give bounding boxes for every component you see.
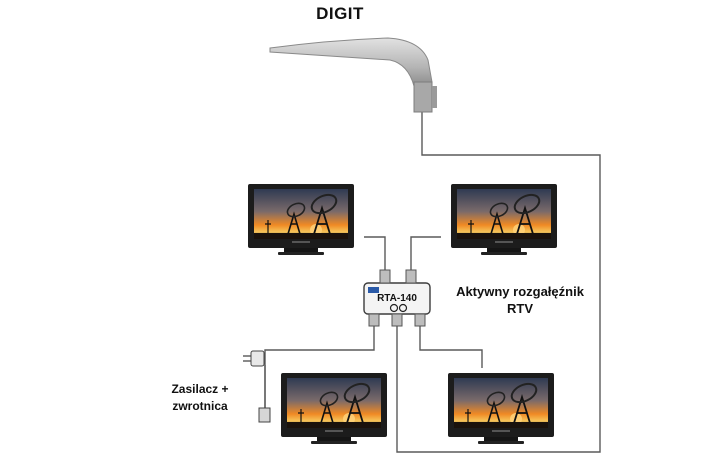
power-supply-label-line1: Zasilacz +: [171, 382, 229, 396]
power-supply-label-line2: zwrotnica: [172, 399, 228, 413]
cable-tv1: [364, 236, 386, 270]
splitter-label-line1: Aktywny rozgałęźnik: [456, 284, 584, 299]
tv-icon: [447, 372, 555, 445]
power-adapter-icon: [243, 350, 271, 423]
splitter-label: Aktywny rozgałęźnik RTV: [440, 283, 600, 317]
tv-icon: [247, 183, 355, 256]
splitter-label-line2: RTV: [507, 301, 533, 316]
tv-icon: [450, 183, 558, 256]
cable-lines: [264, 112, 601, 453]
splitter-model: RTA-140: [377, 293, 417, 304]
cable-antenna: [396, 112, 601, 453]
diagram-title: DIGIT: [316, 4, 364, 23]
cable-tv4: [419, 322, 483, 368]
cable-tv2: [410, 236, 441, 270]
tv-icon: [280, 372, 388, 445]
antenna-icon: [269, 37, 437, 113]
splitter-icon: RTA-140: [363, 269, 431, 327]
power-supply-label: Zasilacz + zwrotnica: [150, 381, 250, 415]
